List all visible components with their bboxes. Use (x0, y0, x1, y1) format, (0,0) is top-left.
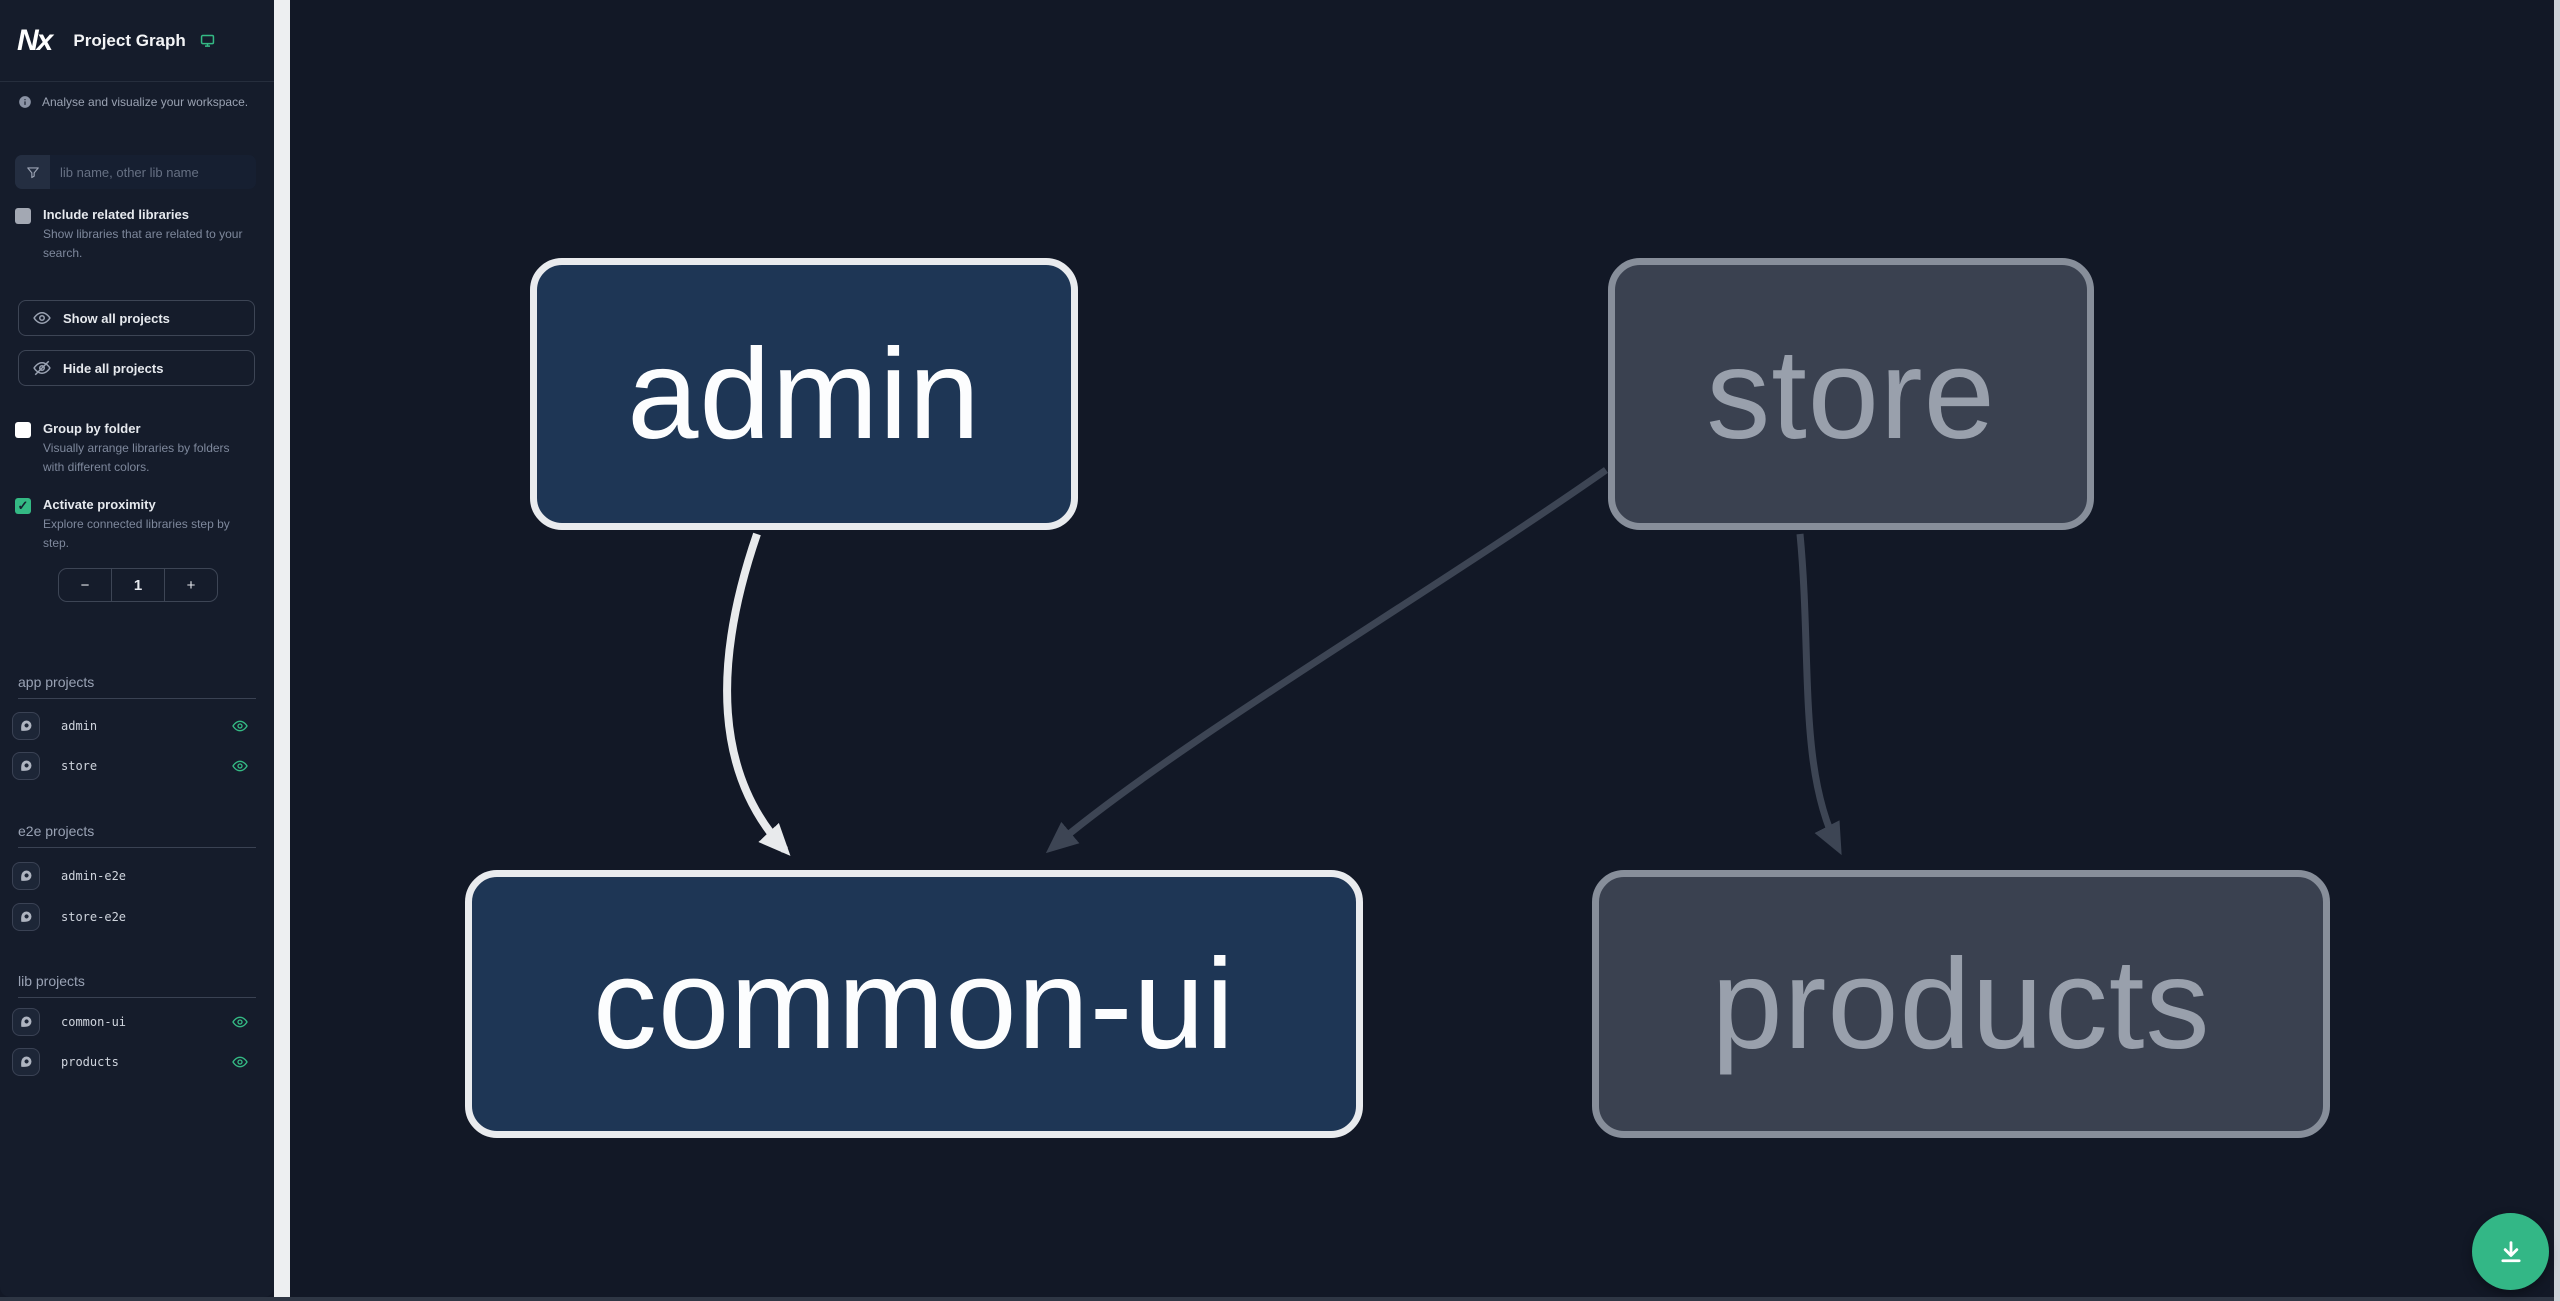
eye-icon (33, 311, 51, 325)
sidebar-header: Nx Project Graph (0, 0, 274, 82)
node-label: admin (627, 322, 981, 466)
visibility-eye-icon[interactable] (232, 718, 248, 734)
button-label: Hide all projects (63, 360, 164, 376)
focus-pin-icon (21, 760, 32, 771)
hide-all-projects-button[interactable]: Hide all projects (18, 350, 255, 386)
sidebar: Nx Project Graph Analyse and visualize y… (0, 0, 274, 1297)
graph-node-products[interactable]: products (1592, 870, 2330, 1138)
project-row-admin-e2e: admin-e2e (12, 862, 256, 890)
monitor-icon (200, 33, 215, 48)
sidebar-resizer[interactable] (274, 0, 290, 1301)
visibility-eye-icon[interactable] (232, 1054, 248, 1070)
checkbox-description: Show libraries that are related to your … (43, 227, 243, 261)
proximity-value: 1 (111, 569, 165, 601)
group-by-folder-checkbox-row: Group by folder Visually arrange librari… (15, 421, 260, 478)
include-related-checkbox-row: Include related libraries Show libraries… (15, 207, 260, 264)
visibility-eye-icon[interactable] (232, 758, 248, 774)
button-label: Show all projects (63, 310, 170, 326)
project-name: admin-e2e (61, 869, 127, 883)
info-icon (19, 96, 31, 108)
checkbox-description: Visually arrange libraries by folders wi… (43, 441, 230, 475)
focus-pin-icon (21, 720, 32, 731)
checkbox-include-related[interactable] (15, 208, 31, 224)
graph-node-store[interactable]: store (1608, 258, 2094, 530)
project-name: store-e2e (61, 910, 127, 924)
graph-node-admin[interactable]: admin (530, 258, 1078, 530)
project-name: store (61, 759, 98, 773)
focus-pin-icon (21, 911, 32, 922)
eye-off-icon (33, 360, 51, 376)
focus-pin-icon (21, 1016, 32, 1027)
checkbox-activate-proximity[interactable]: ✓ (15, 498, 31, 514)
checkbox-group-by-folder[interactable] (15, 422, 31, 438)
tagline-row: Analyse and visualize your workspace. (18, 95, 248, 109)
filter-icon (15, 155, 50, 189)
nx-logo: Nx (17, 23, 53, 57)
focus-project-button[interactable] (12, 1008, 40, 1036)
project-row-products: products (12, 1048, 256, 1076)
focus-pin-icon (21, 1056, 32, 1067)
page-title: Project Graph (73, 30, 186, 50)
section-title-app-projects: app projects (18, 674, 256, 699)
section-title-lib-projects: lib projects (18, 973, 256, 998)
focus-pin-icon (21, 870, 32, 881)
focus-project-button[interactable] (12, 712, 40, 740)
search-input[interactable] (50, 155, 256, 189)
increase-button[interactable]: + (186, 576, 196, 594)
project-row-admin: admin (12, 712, 256, 740)
tagline-text: Analyse and visualize your workspace. (42, 95, 249, 109)
focus-project-button[interactable] (12, 752, 40, 780)
decrease-button[interactable]: − (80, 576, 90, 594)
checkbox-description: Explore connected libraries step by step… (43, 517, 230, 551)
download-icon (2500, 1240, 2521, 1262)
section-title-e2e-projects: e2e projects (18, 823, 256, 848)
graph-node-common-ui[interactable]: common-ui (465, 870, 1363, 1138)
edge-store-to-common-ui (1045, 467, 1609, 854)
bottom-edge-strip (0, 1297, 2560, 1301)
project-name: admin (61, 719, 98, 733)
project-name: common-ui (61, 1015, 127, 1029)
checkbox-label: Group by folder (43, 421, 141, 436)
vertical-scrollbar[interactable] (2554, 0, 2560, 1301)
checkbox-label: Include related libraries (43, 207, 189, 222)
project-row-common-ui: common-ui (12, 1008, 256, 1036)
download-image-button[interactable] (2472, 1213, 2549, 1290)
graph-canvas[interactable]: admin store common-ui products (290, 0, 2554, 1301)
node-label: store (1706, 322, 1996, 466)
activate-proximity-checkbox-row: ✓ Activate proximity Explore connected l… (15, 497, 260, 554)
search-bar (15, 155, 256, 189)
edge-store-to-products (1796, 533, 1842, 856)
focus-project-button[interactable] (12, 862, 40, 890)
visibility-eye-icon[interactable] (232, 1014, 248, 1030)
project-row-store-e2e: store-e2e (12, 903, 256, 931)
node-label: products (1711, 932, 2211, 1076)
focus-project-button[interactable] (12, 1048, 40, 1076)
project-row-store: store (12, 752, 256, 780)
proximity-stepper: − 1 + (58, 568, 218, 602)
show-all-projects-button[interactable]: Show all projects (18, 300, 255, 336)
node-label: common-ui (592, 932, 1236, 1076)
project-name: products (61, 1055, 119, 1069)
edge-admin-to-common-ui (723, 532, 791, 856)
focus-project-button[interactable] (12, 903, 40, 931)
checkbox-label: Activate proximity (43, 497, 156, 512)
